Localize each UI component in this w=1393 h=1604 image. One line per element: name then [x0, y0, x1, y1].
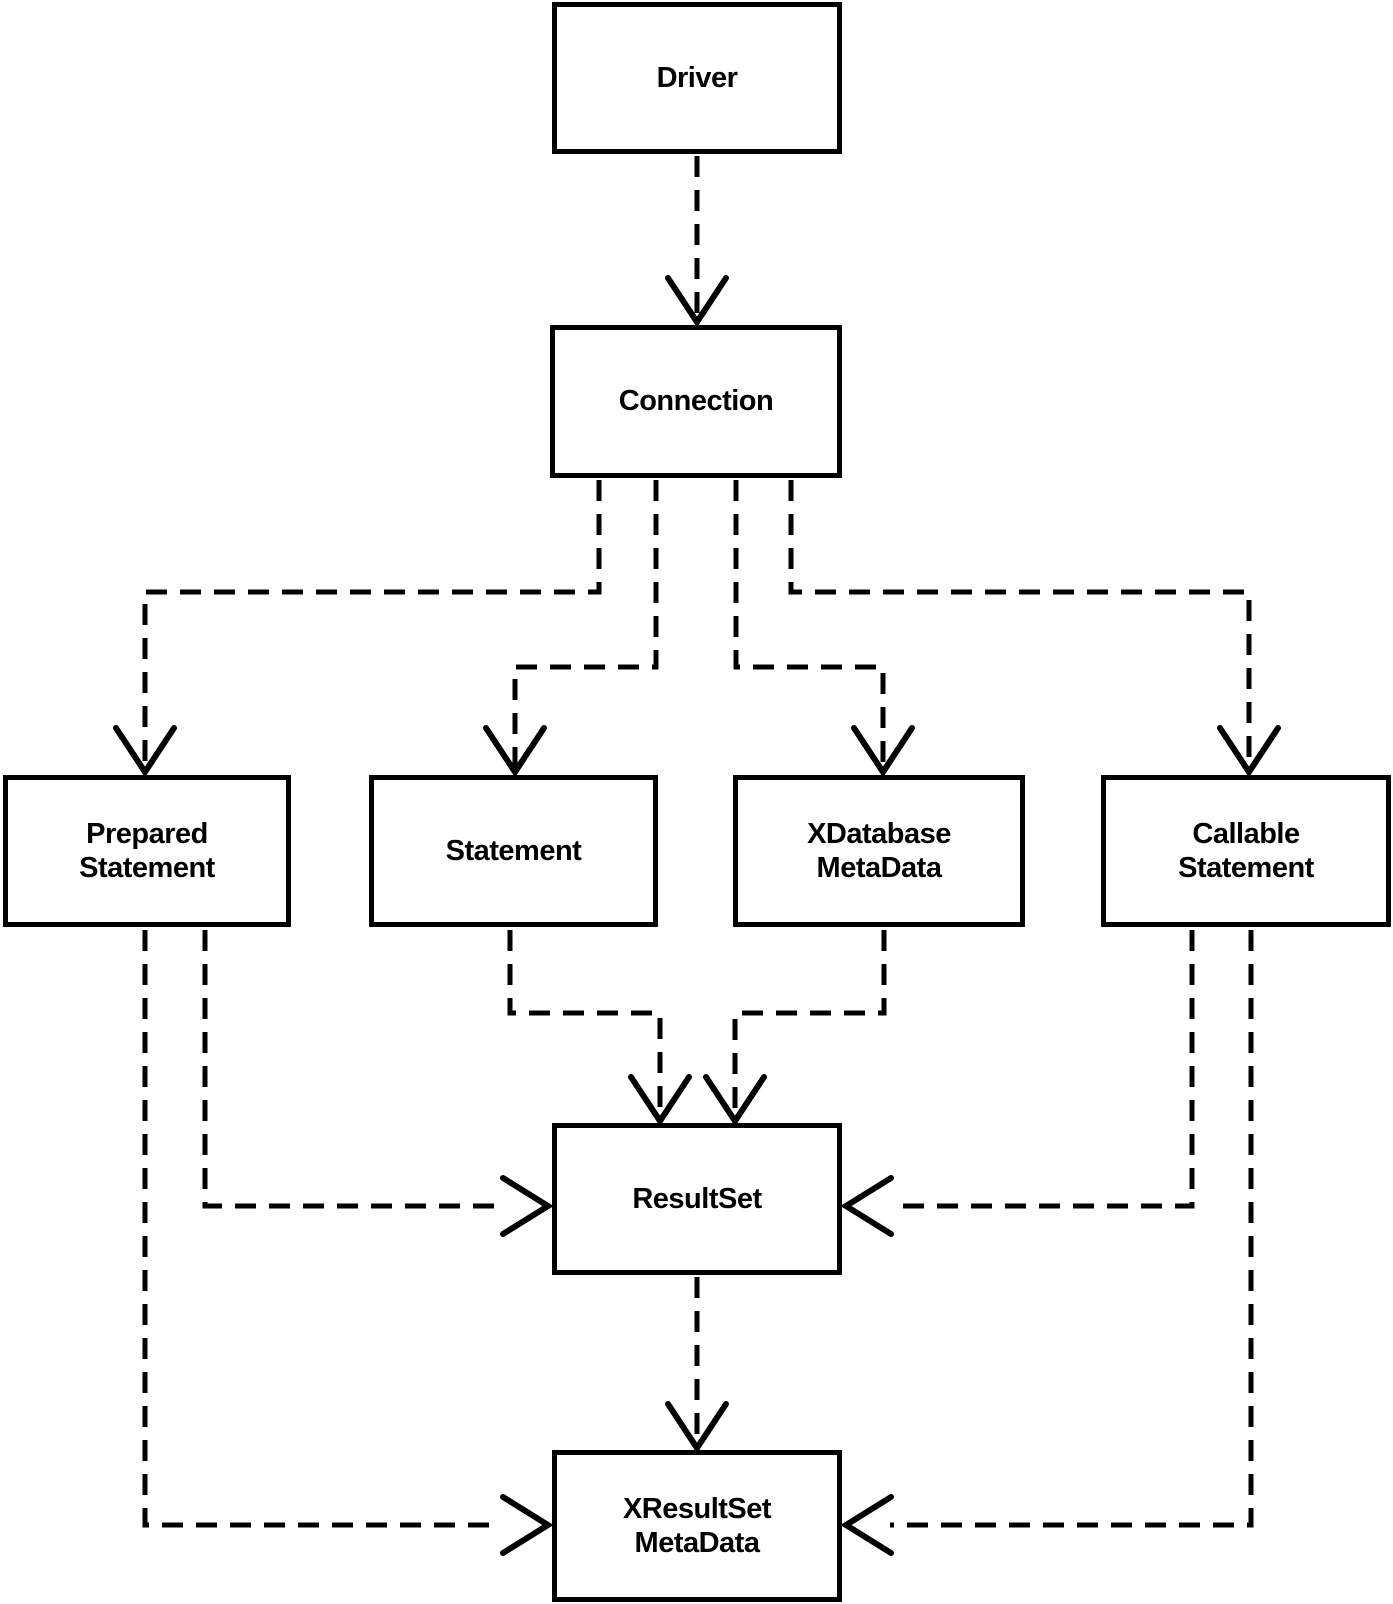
- node-driver-label: Driver: [656, 61, 738, 94]
- node-callable-statement-label-line1: Callable: [1192, 817, 1300, 850]
- node-xdatabase-metadata-label-line1: XDatabase: [807, 817, 951, 850]
- node-prepared-statement-label-line2: Statement: [79, 852, 215, 884]
- edge-connection-to-prepared-statement-line: [142, 480, 602, 768]
- node-callable-statement-label-line2: Statement: [1178, 852, 1314, 884]
- edge-connection-to-xdatabase-metadata-line: [733, 480, 886, 768]
- arrowhead-left-icon: [840, 1494, 894, 1556]
- arrowhead-down-icon: [483, 725, 547, 778]
- edge-callable-statement-to-xresultset-metadata-line: [890, 930, 1254, 1528]
- node-connection: Connection: [550, 325, 842, 478]
- node-resultset: ResultSet: [552, 1123, 842, 1275]
- node-driver: Driver: [552, 2, 842, 154]
- edge-prepared-statement-to-resultset: [202, 930, 554, 1237]
- node-prepared-statement-label-line1: Prepared: [86, 817, 208, 850]
- arrowhead-down-icon: [665, 1401, 729, 1454]
- edge-prepared-statement-to-xresultset-metadata: [142, 930, 554, 1556]
- node-statement: Statement: [369, 775, 658, 927]
- edge-connection-to-callable-statement-line: [788, 480, 1252, 768]
- node-resultset-label: ResultSet: [632, 1182, 762, 1215]
- node-statement-label: Statement: [445, 834, 582, 867]
- arrowhead-down-icon: [1217, 725, 1281, 778]
- node-xresultset-metadata-label-line2: MetaData: [634, 1527, 760, 1559]
- edge-connection-to-statement: [483, 480, 659, 778]
- edge-callable-statement-to-xresultset-metadata: [840, 930, 1254, 1556]
- arrowhead-down-icon: [628, 1074, 692, 1127]
- edge-prepared-statement-to-resultset-line: [202, 930, 502, 1209]
- arrowhead-right-icon: [500, 1175, 554, 1237]
- arrowhead-right-icon: [500, 1494, 554, 1556]
- node-prepared-statement: Prepared Statement: [3, 775, 291, 927]
- arrowhead-down-icon: [665, 275, 729, 328]
- edge-connection-to-callable-statement: [788, 480, 1281, 778]
- node-callable-statement: Callable Statement: [1101, 775, 1391, 927]
- edge-statement-to-resultset: [507, 930, 692, 1127]
- edge-connection-to-statement-line: [512, 480, 659, 768]
- edge-callable-statement-to-resultset-line: [890, 930, 1195, 1209]
- edge-xdatabase-metadata-to-resultset-line: [732, 930, 887, 1117]
- edge-statement-to-resultset-line: [507, 930, 663, 1117]
- edge-resultset-to-xresultset-metadata: [665, 1277, 729, 1454]
- edge-xdatabase-metadata-to-resultset: [703, 930, 887, 1127]
- arrowhead-down-icon: [703, 1074, 767, 1127]
- node-connection-label: Connection: [618, 385, 774, 418]
- edge-connection-to-xdatabase-metadata: [733, 480, 915, 778]
- edge-callable-statement-to-resultset: [840, 930, 1195, 1237]
- arrowhead-left-icon: [840, 1175, 894, 1237]
- arrowhead-down-icon: [113, 725, 177, 778]
- edge-connection-to-prepared-statement: [113, 480, 602, 778]
- node-xdatabase-metadata-label-line2: MetaData: [816, 852, 942, 884]
- arrowhead-down-icon: [851, 725, 915, 778]
- node-xresultset-metadata: XResultSet MetaData: [552, 1450, 842, 1602]
- edge-prepared-statement-to-xresultset-metadata-line: [142, 930, 502, 1528]
- edge-driver-to-connection: [665, 156, 729, 328]
- node-xdatabase-metadata: XDatabase MetaData: [733, 775, 1025, 927]
- node-xresultset-metadata-label-line1: XResultSet: [622, 1492, 772, 1525]
